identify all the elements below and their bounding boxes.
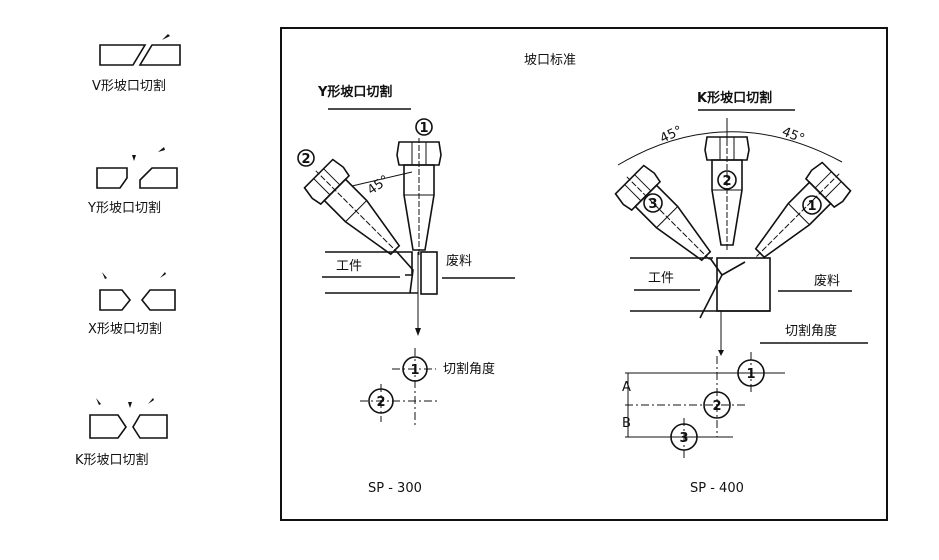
torch-1 bbox=[396, 137, 442, 256]
torch-number: 3 bbox=[648, 197, 657, 212]
sp400-heading: K形坡口切割 bbox=[697, 90, 772, 106]
sp400-diagram: K形坡口切割 45° 45° 2 3 1 工件 废料 切割角度 1 2 bbox=[610, 90, 868, 496]
k-bevel-icon bbox=[89, 414, 168, 439]
y-bevel-icon bbox=[96, 167, 178, 189]
sp300-heading: Y形坡口切割 bbox=[317, 84, 392, 100]
torch-number: 1 bbox=[419, 121, 428, 136]
torch-number: 1 bbox=[807, 199, 816, 214]
scrap-label: 废料 bbox=[446, 253, 472, 269]
torch-marker-icon bbox=[132, 147, 165, 161]
sp300-diagram: Y形坡口切割 1 2 45° 工件 废料 切割角度 1 2 SP - 300 bbox=[297, 84, 515, 496]
dim-b-label: B bbox=[622, 416, 631, 431]
workpiece-label: 工件 bbox=[336, 259, 362, 274]
angle-left-label: 45° bbox=[658, 123, 685, 146]
torch-1 bbox=[740, 157, 856, 273]
bevel-label: Y形坡口切割 bbox=[87, 200, 161, 216]
torch-marker-icon bbox=[96, 398, 154, 408]
diagram-frame bbox=[280, 27, 888, 521]
cut-angle-label: 切割角度 bbox=[443, 361, 495, 377]
workpiece-label: 工件 bbox=[648, 271, 674, 286]
bevel-label: V形坡口切割 bbox=[92, 78, 166, 94]
v-bevel-icon bbox=[99, 44, 181, 66]
diagram-title: 坡口标准 bbox=[524, 53, 576, 68]
dim-a-label: A bbox=[622, 380, 631, 395]
bevel-label: K形坡口切割 bbox=[75, 452, 149, 468]
torch-marker-icon bbox=[162, 34, 170, 40]
x-bevel-icon bbox=[99, 289, 176, 311]
torch-2 bbox=[704, 132, 750, 251]
model-label: SP - 300 bbox=[368, 481, 422, 496]
model-label: SP - 400 bbox=[690, 481, 744, 496]
angle-right-label: 45° bbox=[780, 125, 807, 148]
bevel-type-k: K形坡口切割 bbox=[75, 398, 168, 468]
bevel-type-y: Y形坡口切割 bbox=[87, 147, 178, 216]
bevel-label: X形坡口切割 bbox=[88, 321, 162, 337]
torch-number: 2 bbox=[301, 152, 310, 167]
torch-number: 2 bbox=[722, 174, 731, 189]
bevel-type-x: X形坡口切割 bbox=[88, 272, 176, 337]
scrap-label: 废料 bbox=[814, 273, 840, 289]
bevel-type-v: V形坡口切割 bbox=[92, 34, 181, 94]
cut-angle-label: 切割角度 bbox=[785, 323, 837, 339]
angle-label: 45° bbox=[365, 173, 392, 199]
torch-marker-icon bbox=[102, 272, 166, 279]
